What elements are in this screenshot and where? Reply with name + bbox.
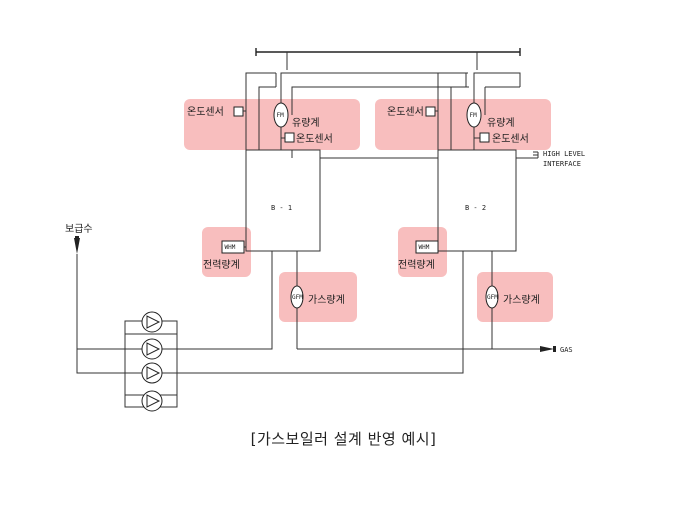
makeup-water-label: 보급수 <box>65 223 93 235</box>
b1-gfm-symbol: GFM <box>292 294 303 301</box>
boiler-b2-label: B - 2 <box>465 204 486 212</box>
pump-group <box>124 311 178 412</box>
return-pipe <box>76 251 464 374</box>
b2-gas-meter-icon: GFM <box>485 285 499 309</box>
b1-gas-meter-icon: GFM <box>290 285 304 309</box>
b1-temp-sensor-left-label: 온도센서 <box>187 106 224 118</box>
pump-icon <box>141 311 163 333</box>
highlight-b1-sensors <box>184 99 360 150</box>
b2-temp-sensor-left-label: 온도센서 <box>387 106 424 118</box>
b2-gfm-symbol: GFM <box>487 294 498 301</box>
b2-power-meter-label: 전력량계 <box>398 259 435 271</box>
b2-whm-symbol: WHM <box>419 244 430 251</box>
b1-flow-meter-label: 유량계 <box>292 117 320 129</box>
b1-temp-sensor-right <box>281 132 295 143</box>
b2-temp-sensor-right <box>474 132 490 143</box>
supply-pipe <box>76 251 273 350</box>
high-level-interface-label-2: INTERFACE <box>543 160 581 168</box>
interconnect-line <box>319 150 439 159</box>
b1-flow-meter-icon: FM <box>273 102 289 128</box>
pump-icon <box>141 390 163 412</box>
highlight-b2-sensors <box>375 99 551 150</box>
top-header-pipe <box>255 48 521 70</box>
b1-power-meter-icon: WHM <box>221 240 246 254</box>
b1-power-meter-label: 전력량계 <box>203 259 240 271</box>
gas-inlet-icon <box>540 346 556 352</box>
pump-icon <box>141 338 163 360</box>
gas-label: GAS <box>560 346 573 354</box>
b1-fm-symbol: FM <box>277 112 285 119</box>
high-level-interface-label-1: HIGH LEVEL <box>543 150 585 158</box>
b2-gas-meter-label: 가스량계 <box>503 294 540 306</box>
highlight-b2-gas <box>477 272 553 322</box>
boiler-b1-label: B - 1 <box>271 204 292 212</box>
b2-power-meter-icon: WHM <box>415 240 439 254</box>
b1-gas-meter-label: 가스량계 <box>308 294 345 306</box>
boiler-b2-box <box>437 149 517 252</box>
makeup-water-inlet-icon <box>74 236 80 254</box>
b1-temp-sensor-right-label: 온도센서 <box>296 133 333 145</box>
pump-icon <box>141 362 163 384</box>
interface-connector <box>533 151 539 159</box>
b1-whm-symbol: WHM <box>225 244 236 251</box>
b2-temp-sensor-right-label: 온도센서 <box>492 133 529 145</box>
boiler-b1-box <box>245 149 321 252</box>
b2-flow-meter-icon: FM <box>466 102 482 128</box>
b2-fm-symbol: FM <box>470 112 478 119</box>
b1-temp-sensor-left <box>233 106 246 117</box>
b2-temp-sensor-left <box>425 106 438 117</box>
figure-caption: [가스보일러 설계 반영 예시] <box>250 430 437 448</box>
b2-flow-meter-label: 유량계 <box>487 117 515 129</box>
highlight-b1-gas <box>279 272 357 322</box>
